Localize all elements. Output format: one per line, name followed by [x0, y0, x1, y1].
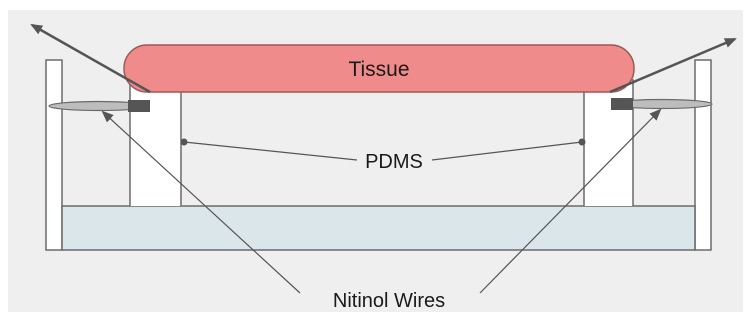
right-pdms-leader-line: [431, 141, 583, 161]
base-layer: [61, 205, 696, 251]
left-pdms-pillar: [129, 79, 182, 206]
right-nitinol-leader-line: [479, 108, 662, 294]
tissue-label: Tissue: [348, 58, 409, 81]
left-nitinol-leader-line: [101, 110, 301, 294]
nitinol-wires-label: Nitinol Wires: [333, 290, 445, 312]
left-tension-arrow: [30, 23, 151, 94]
left-wire-anchor: [128, 100, 150, 112]
left-pdms-leader-line: [183, 141, 358, 161]
left-outer-post: [45, 59, 63, 251]
pdms-label: PDMS: [365, 151, 423, 173]
right-outer-post: [694, 59, 712, 251]
right-wire-anchor: [611, 98, 633, 110]
right-tension-arrow: [609, 37, 737, 94]
tissue-layer: [123, 44, 635, 93]
